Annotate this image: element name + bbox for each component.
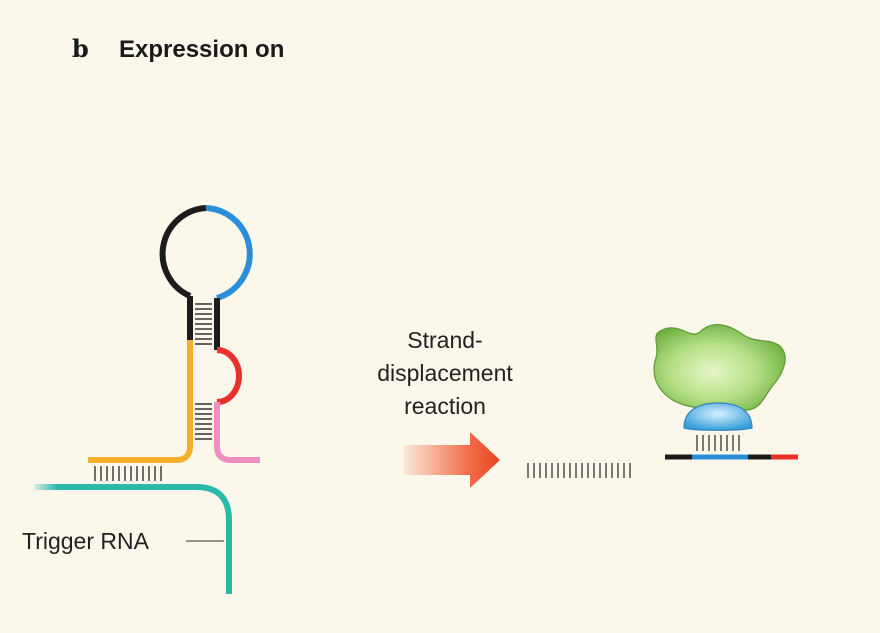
loop-blue-segment xyxy=(205,205,253,301)
stem-right-pink xyxy=(214,402,260,463)
ribosome-large-subunit xyxy=(653,324,786,411)
reaction-label-line3: reaction xyxy=(404,393,486,419)
reaction-label-line2: displacement xyxy=(377,360,513,386)
reaction-label: Strand- displacement reaction xyxy=(340,324,550,423)
toehold-base-pairs xyxy=(94,466,162,481)
bulge-red xyxy=(216,347,242,405)
stem-base-pairs-upper xyxy=(195,303,212,345)
loop-black-segment xyxy=(159,205,207,299)
panel-letter: b xyxy=(72,34,89,63)
ribosome-small-subunit xyxy=(683,402,753,431)
toehold-switch-hairpin xyxy=(34,205,372,463)
stem-left-orange xyxy=(88,340,193,463)
panel-title: Expression on xyxy=(119,36,285,63)
ribosome xyxy=(653,324,786,451)
ribosome-rbs-base-pairs xyxy=(696,435,740,451)
stem-base-pairs-lower xyxy=(195,403,212,440)
reaction-arrow xyxy=(404,432,500,488)
reaction-label-line1: Strand- xyxy=(407,327,483,353)
trigger-rna-strand xyxy=(34,484,232,594)
trigger-rna-label: Trigger RNA xyxy=(22,528,149,554)
trigger-duplex-base-pairs xyxy=(527,463,631,478)
